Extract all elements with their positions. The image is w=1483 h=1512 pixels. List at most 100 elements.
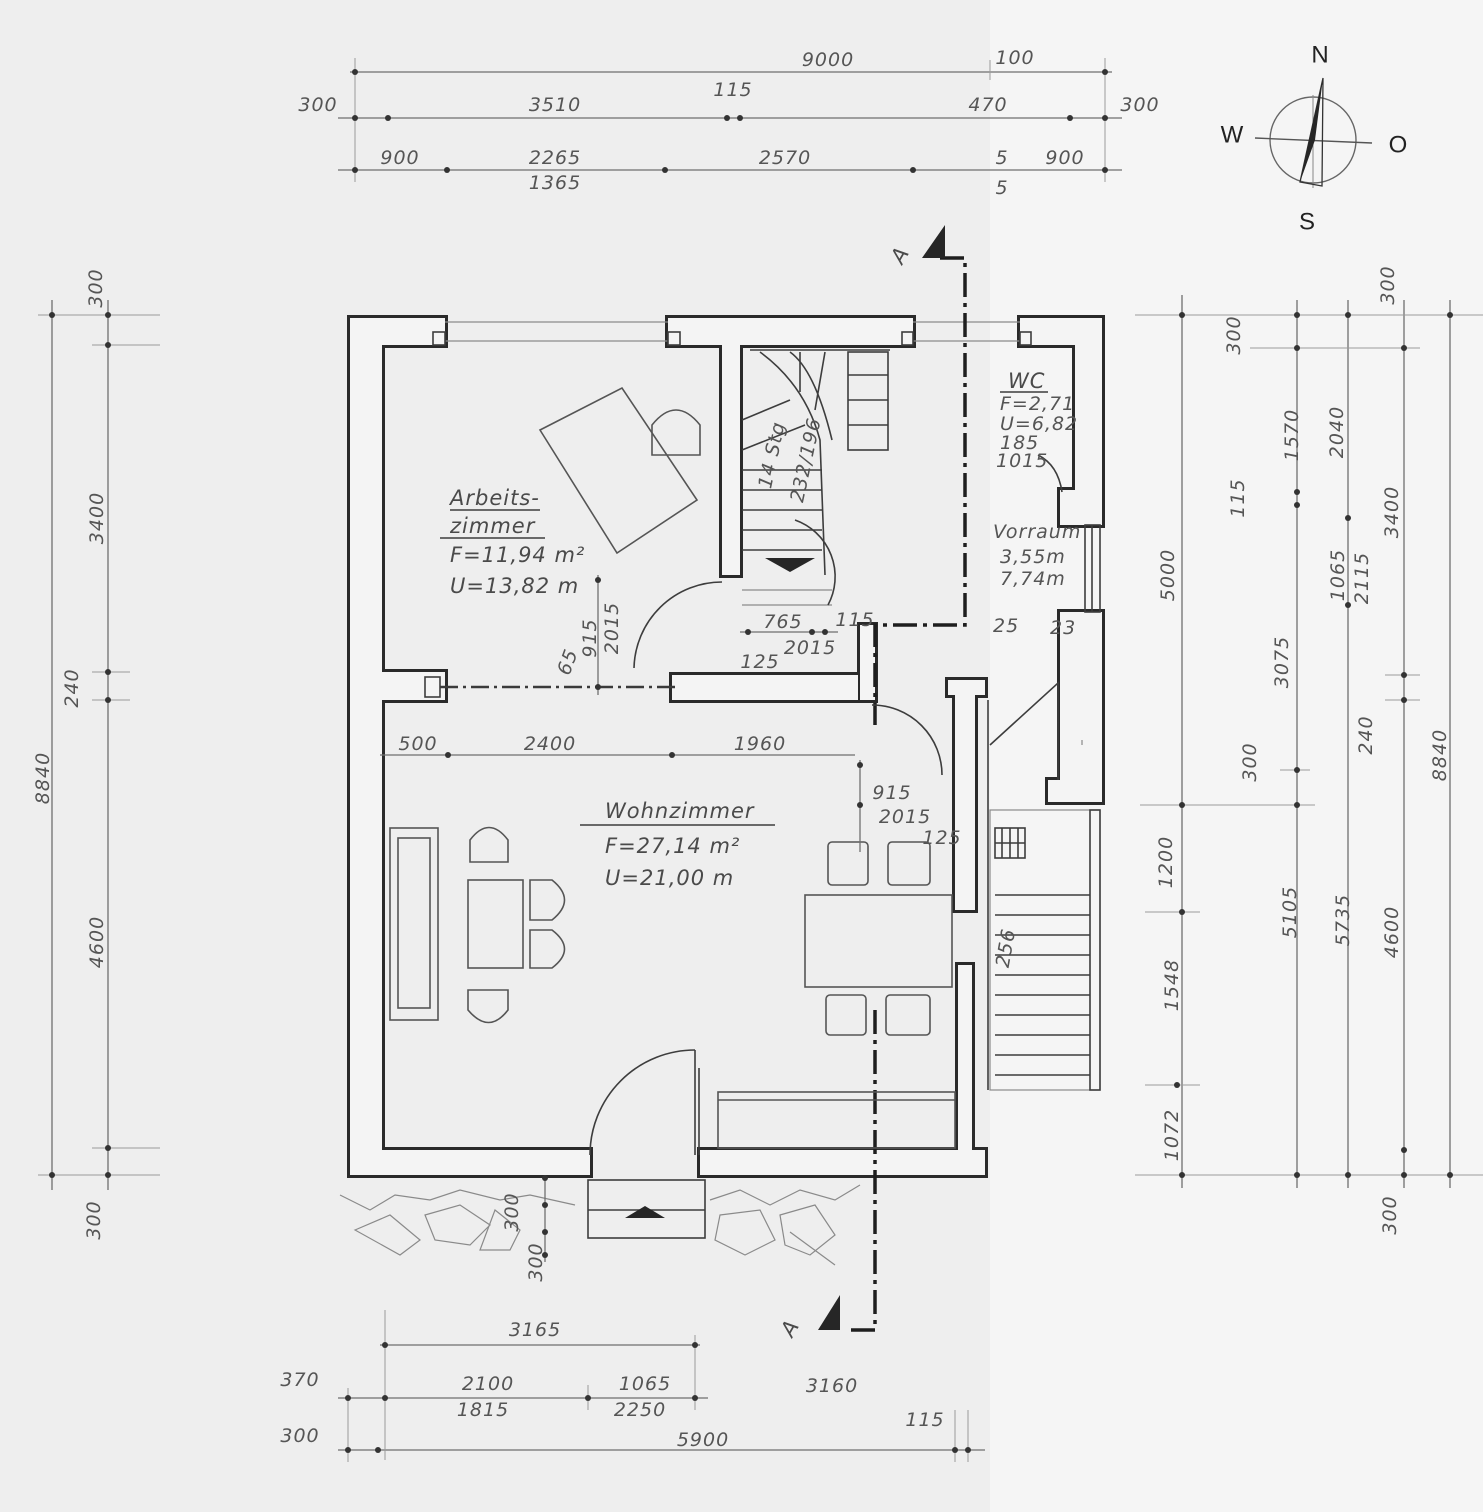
room-wc: WC F=2,71 U=6,82 185 1015 [996, 369, 1077, 472]
study-door-swing [633, 581, 723, 669]
furniture [389, 386, 956, 1149]
living-area: F=27,14 m² [605, 834, 740, 858]
compass-north: N [1311, 42, 1328, 69]
dim-top-r2-1: 300 [298, 94, 337, 116]
dim-top-r3-5: 5 [995, 147, 1008, 169]
dim-bottom-r2-6: 3160 [806, 1375, 858, 1397]
dim-right-a-2: 115 [1227, 478, 1249, 517]
hall-wall: 115 [835, 609, 874, 631]
wc-fixture [1037, 454, 1063, 493]
dim-bottom-r1-1: 3165 [509, 1319, 561, 1341]
doors [440, 454, 1083, 1156]
dim-top-r2-3: 115 [713, 79, 752, 101]
dim-right-d-4: 4600 [1381, 906, 1403, 958]
living-door-sill: 125 [922, 827, 961, 849]
section-arrow-bottom-icon [818, 1295, 840, 1330]
dim-top-r3-3: 1365 [529, 172, 581, 194]
dining-table-right [804, 894, 953, 988]
vestibule-mark-1: 25 [993, 615, 1019, 637]
top-dimension-chain: 9000 100 300 3510 115 470 300 900 2265 1… [298, 47, 1159, 199]
dim-step-2: 300 [525, 1242, 547, 1281]
dim-left-2: 3400 [86, 492, 108, 544]
living-dim-3: 1960 [734, 733, 786, 755]
walls [350, 318, 1102, 1175]
stair-upper: 14 Stg 232/196 [741, 349, 890, 606]
dim-top-overall: 9000 [802, 49, 854, 71]
dim-right-a-1: 300 [1223, 315, 1245, 354]
dim-right-d-1: 300 [1377, 265, 1399, 304]
section-arrow-top-icon [922, 225, 945, 258]
study-door-width: 915 [579, 618, 601, 657]
dim-top-r2-5: 300 [1120, 94, 1159, 116]
dim-top-r3-1: 900 [380, 147, 419, 169]
hall-sill: 125 [740, 651, 779, 673]
dim-right-d-3: 240 [1355, 715, 1377, 754]
study-name-line1: Arbeits- [448, 486, 540, 510]
dim-left-1: 300 [85, 268, 107, 307]
section-label-bottom: A [775, 1315, 804, 1342]
dim-left-total: 8840 [32, 752, 54, 804]
vestibule-area: 3,55m [1000, 546, 1066, 568]
wc-window-height: 1015 [996, 450, 1048, 472]
dim-top-r2-2: 3510 [529, 94, 581, 116]
entrance-area [339, 1179, 861, 1266]
entrance-step [587, 1179, 706, 1239]
dim-top-r2-4: 470 [968, 94, 1007, 116]
stair-rise-run-label: 232/196 [786, 416, 825, 505]
wc-area: F=2,71 [1000, 393, 1075, 415]
wc-name: WC [1008, 369, 1045, 393]
vestibule-name: Vorraum [993, 521, 1081, 543]
vestibule-perimeter: 7,74m [1000, 568, 1066, 590]
dim-left-5: 300 [83, 1200, 105, 1239]
dim-right-c-1: 2040 [1326, 406, 1348, 458]
dim-right-c-2: 2115 [1351, 552, 1373, 604]
sofa [389, 827, 439, 1021]
dim-right-stair-3: 1548 [1161, 959, 1183, 1011]
compass-rose-icon: N W O S [1221, 42, 1408, 236]
dim-bottom-r2-5: 2250 [614, 1399, 666, 1421]
vestibule-mark-2: 23 [1050, 617, 1076, 639]
entrance-step-dims: 300 300 [501, 1175, 548, 1282]
dim-right-a-4: 300 [1239, 742, 1261, 781]
desk-chair [651, 409, 701, 456]
hall-width: 765 [763, 611, 802, 633]
stair-steps-label: 14 Stg [754, 420, 790, 491]
sideboard [717, 1091, 956, 1149]
room-living: 500 2400 1960 Wohnzimmer F=27,14 m² U=21… [380, 733, 961, 890]
room-vestibule: Vorraum 3,55m 7,74m 25 23 [993, 521, 1081, 639]
living-door-width: 915 [872, 782, 911, 804]
compass-south: S [1299, 209, 1315, 236]
dim-right-d-2: 3400 [1381, 486, 1403, 538]
chair [467, 989, 509, 1024]
living-dim-1: 500 [398, 733, 437, 755]
left-dimension-chain: 300 3400 240 8840 4600 300 [32, 268, 160, 1240]
entrance-door-swing [589, 1049, 696, 1156]
dim-right-c-3: 5735 [1332, 894, 1354, 946]
dim-right-total: 8840 [1429, 729, 1451, 781]
hall-dims: 765 115 2015 125 [740, 609, 874, 673]
living-perimeter: U=21,00 m [605, 866, 734, 890]
dim-right-stair-2: 1200 [1155, 836, 1177, 888]
living-door-swing [871, 704, 943, 776]
chair [529, 929, 566, 969]
desk [538, 386, 699, 555]
dim-bottom-r3-2: 5900 [677, 1429, 729, 1451]
chair [469, 826, 509, 863]
dim-right-b-2: 1065 [1327, 549, 1349, 601]
dim-bottom-r3-3: 115 [905, 1409, 944, 1431]
dim-top-r3-6: 5 [995, 177, 1008, 199]
dim-right-stair-1: 5000 [1157, 549, 1179, 601]
bottom-dimension-chain: 3165 370 2100 1815 1065 2250 3160 300 59… [280, 1310, 985, 1462]
dim-bottom-r2-3: 1815 [457, 1399, 509, 1421]
dim-top-offset: 100 [995, 47, 1034, 69]
dim-bottom-r2-4: 1065 [619, 1373, 671, 1395]
entrance-arrow-icon [625, 1206, 665, 1218]
dim-top-r3-7: 900 [1045, 147, 1084, 169]
stair-direction-arrow-icon [765, 558, 815, 572]
window-jamb [432, 331, 446, 346]
living-name: Wohnzimmer [605, 799, 755, 823]
chair [827, 841, 869, 886]
paving-stones [339, 1189, 576, 1211]
